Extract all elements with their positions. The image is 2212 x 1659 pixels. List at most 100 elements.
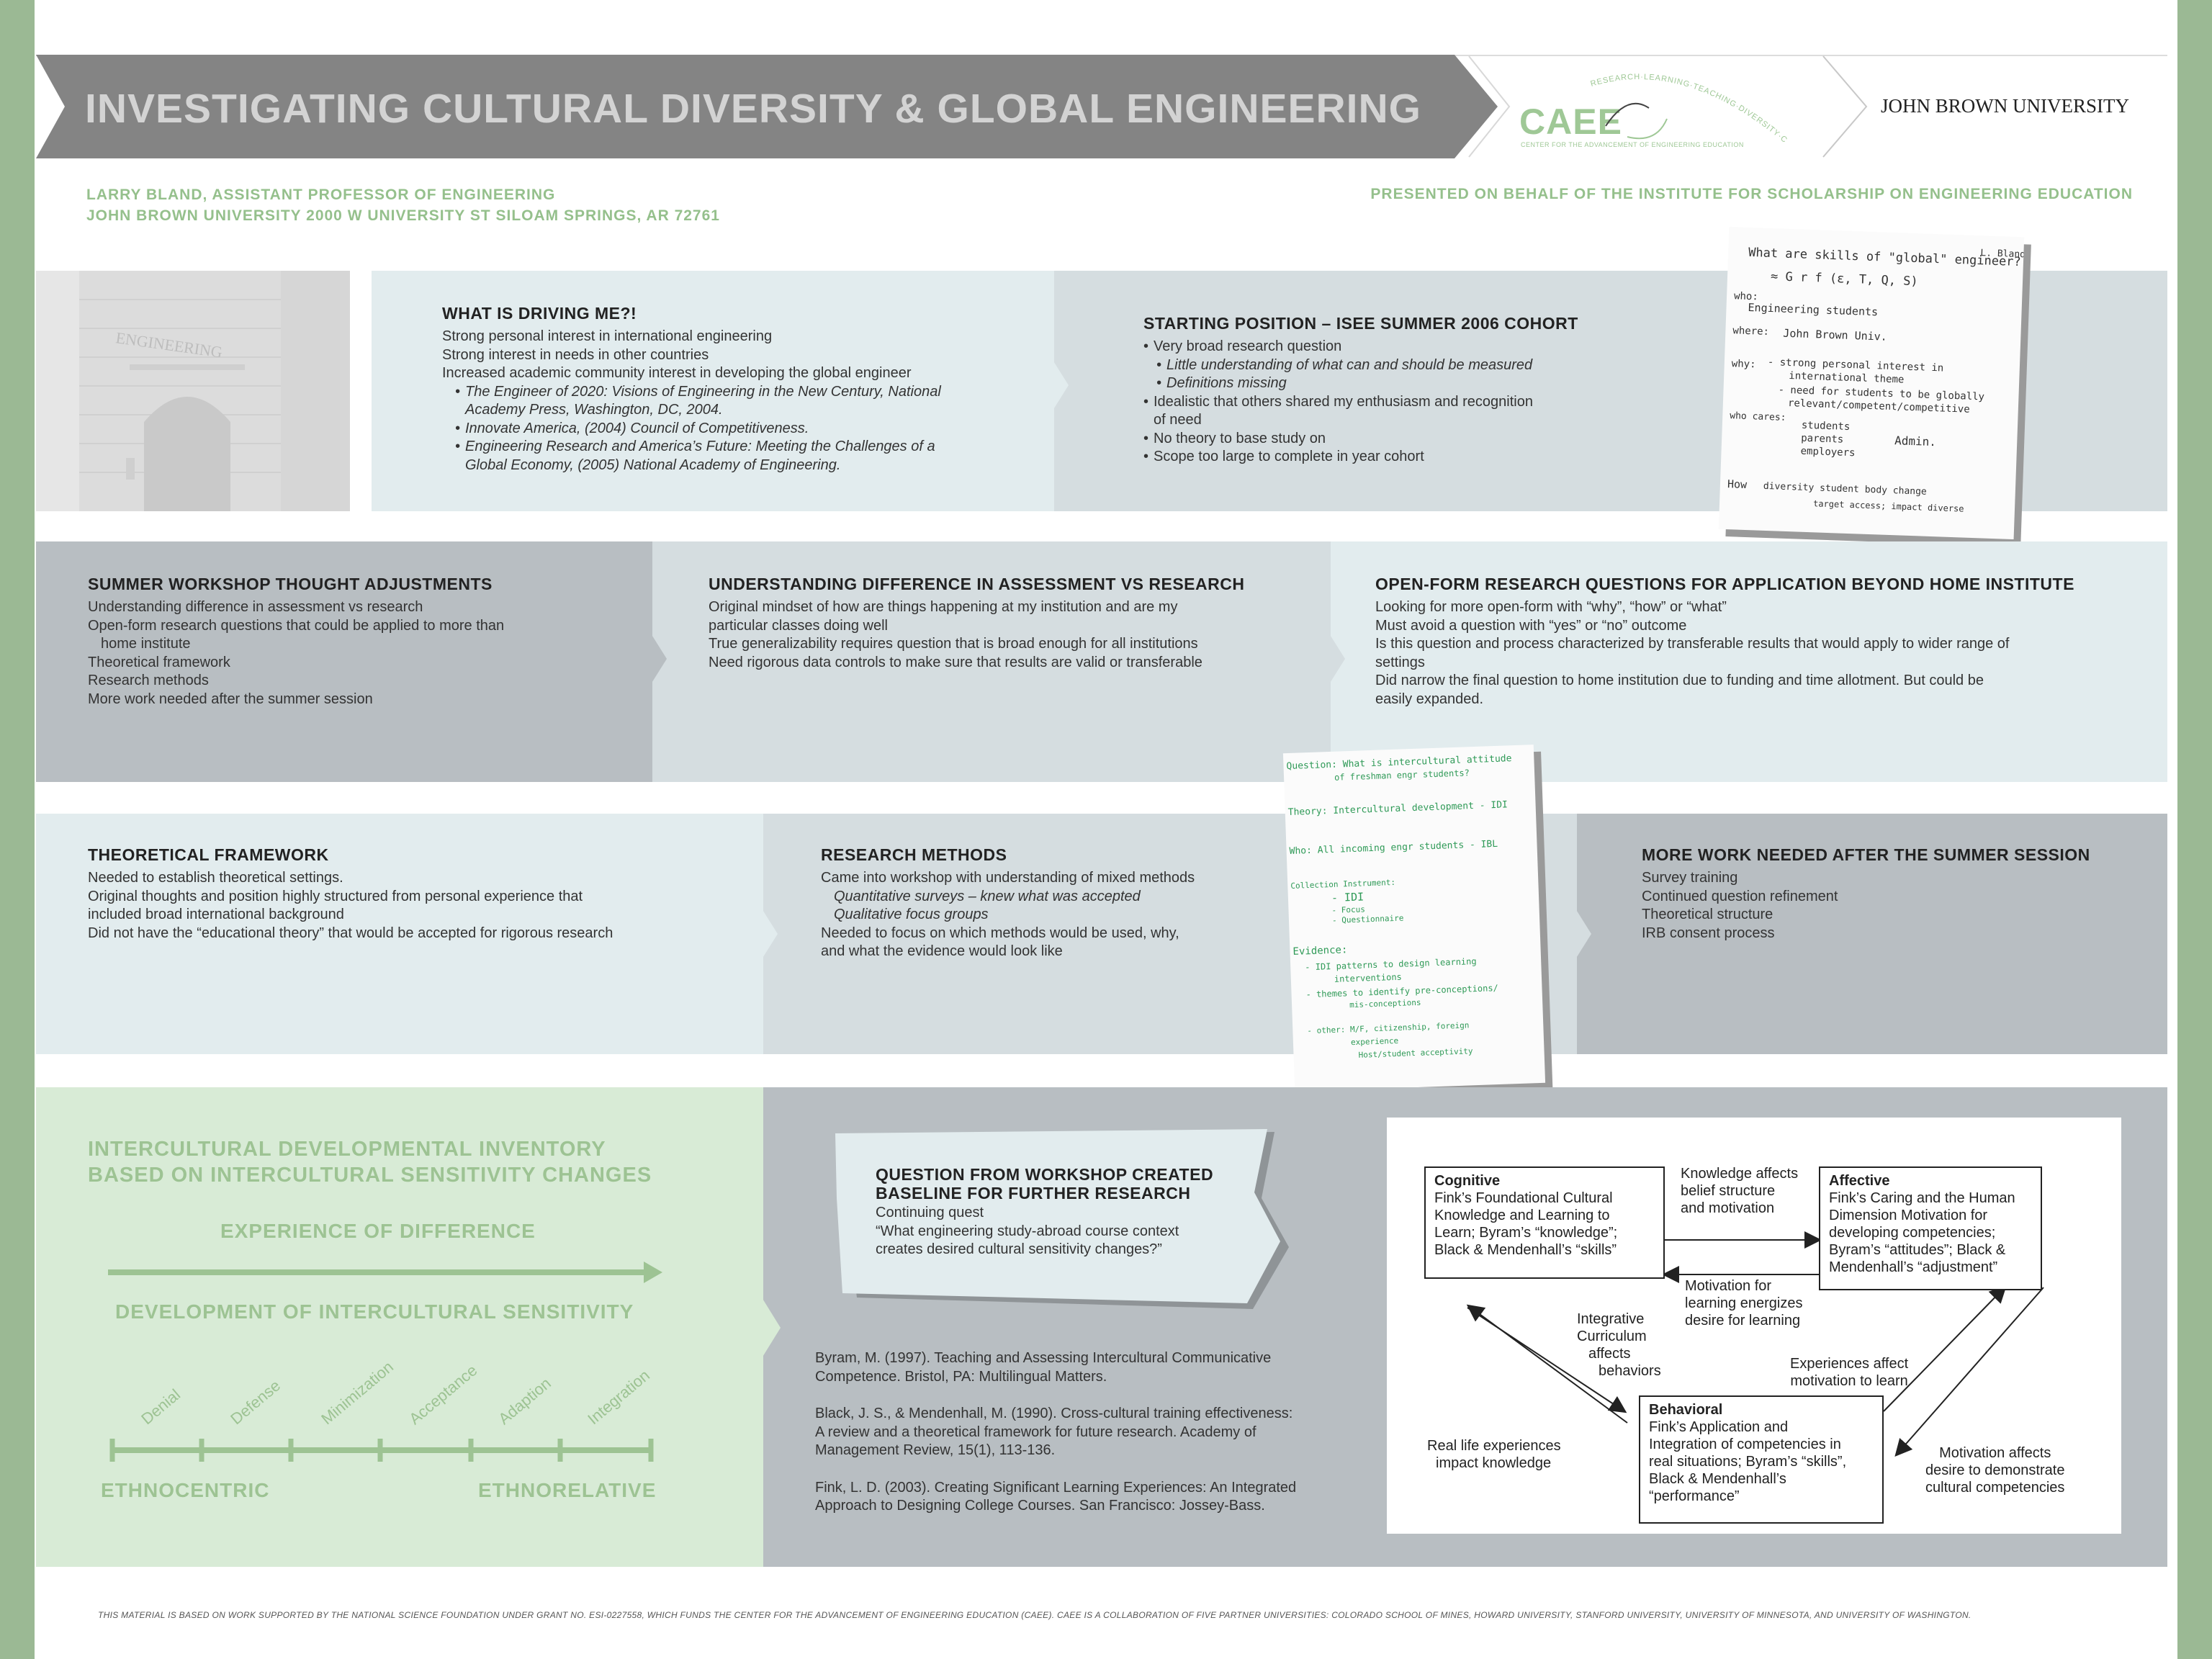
panel-workshop bbox=[36, 541, 652, 782]
question-line: Continuing quest bbox=[876, 1205, 984, 1220]
svg-text:where:: where: bbox=[1732, 325, 1769, 338]
svg-text:Theory: Intercultural developm: Theory: Intercultural development - IDI bbox=[1288, 799, 1509, 818]
svg-text:parents: parents bbox=[1801, 433, 1844, 446]
understanding-line: Need rigorous data controls to make sure… bbox=[709, 654, 1202, 670]
panel-morework bbox=[1577, 814, 2167, 1054]
ethnocentric-label: ETHNOCENTRIC bbox=[101, 1479, 270, 1501]
starting-sub-bullet: Definitions missing bbox=[1156, 374, 1691, 393]
left-green-border bbox=[0, 0, 35, 1659]
svg-text:experience: experience bbox=[1351, 1036, 1399, 1047]
diagram-arrows bbox=[1466, 1231, 2044, 1457]
understanding-line: Original mindset of how are things happe… bbox=[709, 599, 1178, 615]
openform-line: easily expanded. bbox=[1375, 691, 1484, 707]
arrow-chevron bbox=[651, 634, 667, 684]
workshop-line: Understanding difference in assessment v… bbox=[88, 599, 423, 615]
behavioral-title: Behavioral bbox=[1649, 1402, 1723, 1418]
svg-text:Question: What is intercultura: Question: What is intercultural attitude bbox=[1286, 753, 1512, 772]
starting-bullet: Idealistic that others shared my enthusi… bbox=[1143, 393, 1691, 430]
question-line: “What engineering study-abroad course co… bbox=[876, 1223, 1179, 1239]
references: Byram, M. (1997). Teaching and Assessing… bbox=[815, 1349, 1384, 1516]
understanding-section: UNDERSTANDING DIFFERENCE IN ASSESSMENT V… bbox=[709, 575, 1321, 672]
svg-text:Evidence:: Evidence: bbox=[1292, 944, 1347, 958]
arrow-chevron bbox=[1329, 634, 1345, 684]
svg-text:Engineering students: Engineering students bbox=[1748, 301, 1878, 318]
reference-line: Approach to Designing College Courses. S… bbox=[815, 1498, 1265, 1514]
header-divider-chevron bbox=[1822, 55, 1868, 158]
morework-section: MORE WORK NEEDED AFTER THE SUMMER SESSIO… bbox=[1642, 845, 2160, 943]
presented-on-behalf: PRESENTED ON BEHALF OF THE INSTITUTE FOR… bbox=[1370, 186, 2133, 202]
caee-logo-text: CAEE bbox=[1519, 102, 1622, 142]
engineering-building-photo: ENGINEERING bbox=[36, 271, 350, 511]
svg-text:- Questionnaire: - Questionnaire bbox=[1332, 914, 1404, 925]
driving-line: Strong personal interest in internationa… bbox=[442, 328, 773, 344]
affective-title: Affective bbox=[1829, 1173, 1890, 1189]
panel-theory bbox=[36, 814, 763, 1054]
cognitive-title: Cognitive bbox=[1434, 1173, 1501, 1189]
ethnorelative-label: ETHNORELATIVE bbox=[478, 1479, 657, 1501]
driving-line: Strong interest in needs in other countr… bbox=[442, 346, 709, 363]
panel-understanding bbox=[652, 541, 1331, 782]
svg-text:Collection Instrument:: Collection Instrument: bbox=[1290, 878, 1395, 891]
svg-text:- other: M/F, citizenship, for: - other: M/F, citizenship, foreign bbox=[1307, 1020, 1469, 1035]
morework-line: Continued question refinement bbox=[1642, 888, 1838, 904]
starting-sub-bullet: Little understanding of what can and sho… bbox=[1156, 356, 1691, 375]
understanding-line: particular classes doing well bbox=[709, 617, 889, 634]
workshop-line: More work needed after the summer sessio… bbox=[88, 691, 373, 707]
author-name: LARRY BLAND, ASSISTANT PROFESSOR OF ENGI… bbox=[86, 186, 556, 203]
svg-text:Host/student acceptivity: Host/student acceptivity bbox=[1358, 1046, 1473, 1060]
reference-line: Competence. Bristol, PA: Multilingual Ma… bbox=[815, 1368, 1107, 1385]
openform-line: Is this question and process characteriz… bbox=[1375, 636, 2010, 652]
idi-scale-line bbox=[109, 1439, 654, 1462]
author-block: LARRY BLAND, ASSISTANT PROFESSOR OF ENGI… bbox=[86, 184, 720, 226]
right-green-border bbox=[2177, 0, 2212, 1659]
svg-text:- themes to identify pre-conce: - themes to identify pre-conceptions/ bbox=[1305, 983, 1498, 999]
author-address: JOHN BROWN UNIVERSITY 2000 W UNIVERSITY … bbox=[86, 207, 720, 224]
poster-title: INVESTIGATING CULTURAL DIVERSITY & GLOBA… bbox=[85, 86, 1422, 132]
svg-text:who:: who: bbox=[1734, 290, 1758, 302]
openform-line: Did narrow the final question to home in… bbox=[1375, 673, 1984, 688]
arrow-chevron bbox=[762, 1298, 781, 1358]
starting-heading: STARTING POSITION – ISEE SUMMER 2006 COH… bbox=[1143, 314, 1578, 333]
driving-section: WHAT IS DRIVING ME?! Strong personal int… bbox=[442, 304, 1033, 475]
caee-logo-subtitle: CENTER FOR THE ADVANCEMENT OF ENGINEERIN… bbox=[1521, 141, 1744, 148]
methods-line: and what the evidence would look like bbox=[821, 943, 1063, 959]
workshop-line: home institute bbox=[101, 636, 191, 652]
theory-line: Did not have the “educational theory” th… bbox=[88, 925, 613, 941]
methods-line: Came into workshop with understanding of… bbox=[821, 870, 1195, 886]
morework-line: Survey training bbox=[1642, 870, 1738, 886]
idi-experience-label: EXPERIENCE OF DIFFERENCE bbox=[220, 1220, 536, 1242]
svg-text:why:: why: bbox=[1732, 358, 1756, 370]
workshop-line: Research methods bbox=[88, 673, 209, 688]
footer-acknowledgment: THIS MATERIAL IS BASED ON WORK SUPPORTED… bbox=[98, 1610, 1972, 1620]
reference-line: A review and a theoretical framework for… bbox=[815, 1424, 1256, 1440]
logo-divider-chevron bbox=[1468, 55, 1511, 158]
svg-text:Who: All incoming engr student: Who: All incoming engr students - IBL bbox=[1289, 839, 1498, 857]
svg-text:interventions: interventions bbox=[1334, 972, 1402, 984]
arrow-chevron bbox=[1053, 360, 1069, 410]
theory-line: Original thoughts and position highly st… bbox=[88, 888, 583, 904]
morework-heading: MORE WORK NEEDED AFTER THE SUMMER SESSIO… bbox=[1642, 845, 2090, 864]
starting-section: STARTING POSITION – ISEE SUMMER 2006 COH… bbox=[1143, 314, 1691, 467]
svg-text:who cares:: who cares: bbox=[1730, 410, 1786, 423]
openform-line: settings bbox=[1375, 654, 1425, 670]
workshop-heading: SUMMER WORKSHOP THOUGHT ADJUSTMENTS bbox=[88, 575, 493, 593]
svg-text:- Focus: - Focus bbox=[1331, 904, 1365, 915]
understanding-line: True generalizability requires question … bbox=[709, 636, 1198, 652]
panel-idi bbox=[36, 1087, 763, 1567]
svg-text:RESEARCH·LEARNING·TEACHING·DIV: RESEARCH·LEARNING·TEACHING·DIVERSITY·COM… bbox=[1577, 65, 1789, 145]
driving-bullet: The Engineer of 2020: Visions of Enginee… bbox=[455, 383, 1033, 420]
methods-sub-line: Qualitative focus groups bbox=[834, 907, 989, 922]
title-banner bbox=[36, 55, 1498, 158]
methods-heading: RESEARCH METHODS bbox=[821, 845, 1007, 864]
question-line: creates desired cultural sensitivity cha… bbox=[876, 1241, 1162, 1257]
starting-bullet: Scope too large to complete in year coho… bbox=[1143, 448, 1691, 467]
driving-heading: WHAT IS DRIVING ME?! bbox=[442, 304, 637, 323]
